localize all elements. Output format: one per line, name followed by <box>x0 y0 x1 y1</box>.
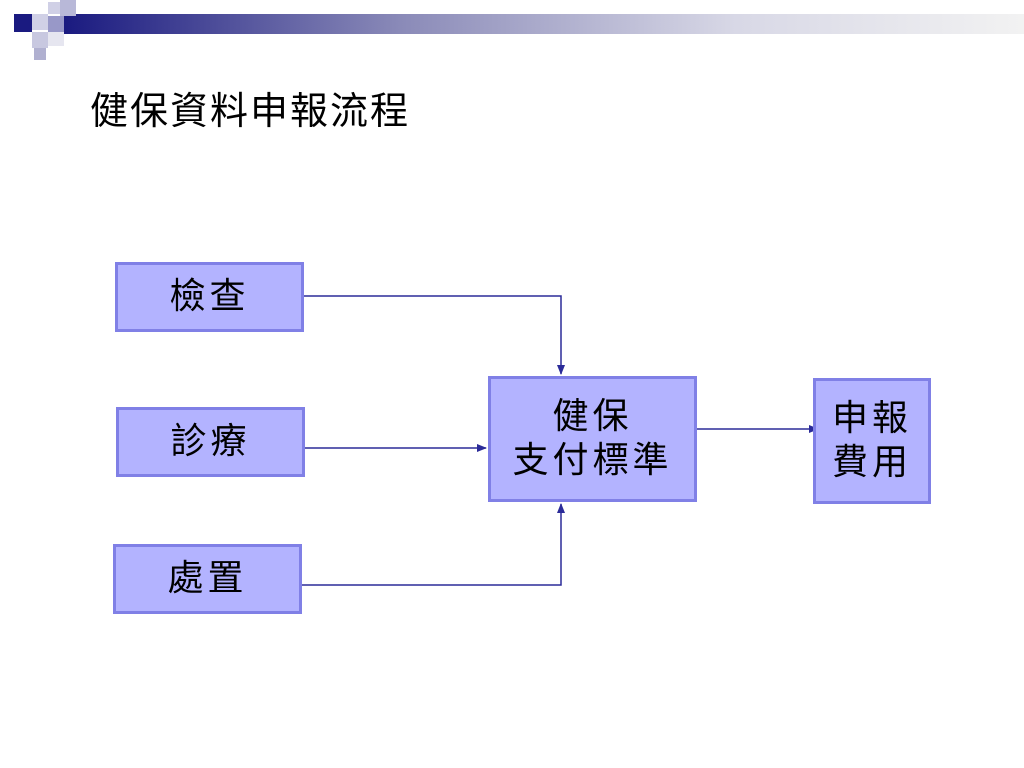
deco-square-5 <box>48 16 64 32</box>
connector-procedure-to-center <box>302 503 565 586</box>
deco-square-7 <box>48 32 64 46</box>
deco-square-2 <box>32 14 48 30</box>
deco-square-8 <box>34 48 46 60</box>
input-box-treatment: 診療 <box>116 407 305 477</box>
input-box-procedure-label: 處置 <box>167 558 248 599</box>
deco-square-4 <box>60 0 76 16</box>
deco-square-6 <box>32 32 48 48</box>
deco-square-1 <box>14 14 32 32</box>
slide-title: 健保資料申報流程 <box>90 89 411 133</box>
center-box-text: 健保 支付標準 <box>512 395 672 483</box>
center-box-line2: 支付標準 <box>512 440 673 481</box>
input-box-exam-label: 檢查 <box>169 276 250 317</box>
input-box-treatment-label: 診療 <box>170 421 251 462</box>
output-box-line1: 申報 <box>831 398 912 439</box>
input-box-exam: 檢查 <box>115 262 304 332</box>
output-box-line2: 費用 <box>831 442 912 483</box>
output-box: 申報 費用 <box>813 378 931 504</box>
connector-exam-to-center <box>304 295 565 375</box>
deco-square-3 <box>48 2 60 14</box>
center-box: 健保 支付標準 <box>488 376 697 502</box>
input-box-procedure: 處置 <box>113 544 302 614</box>
output-box-text: 申報 費用 <box>832 397 912 485</box>
header-decoration <box>14 0 1024 60</box>
center-box-line1: 健保 <box>552 396 633 437</box>
